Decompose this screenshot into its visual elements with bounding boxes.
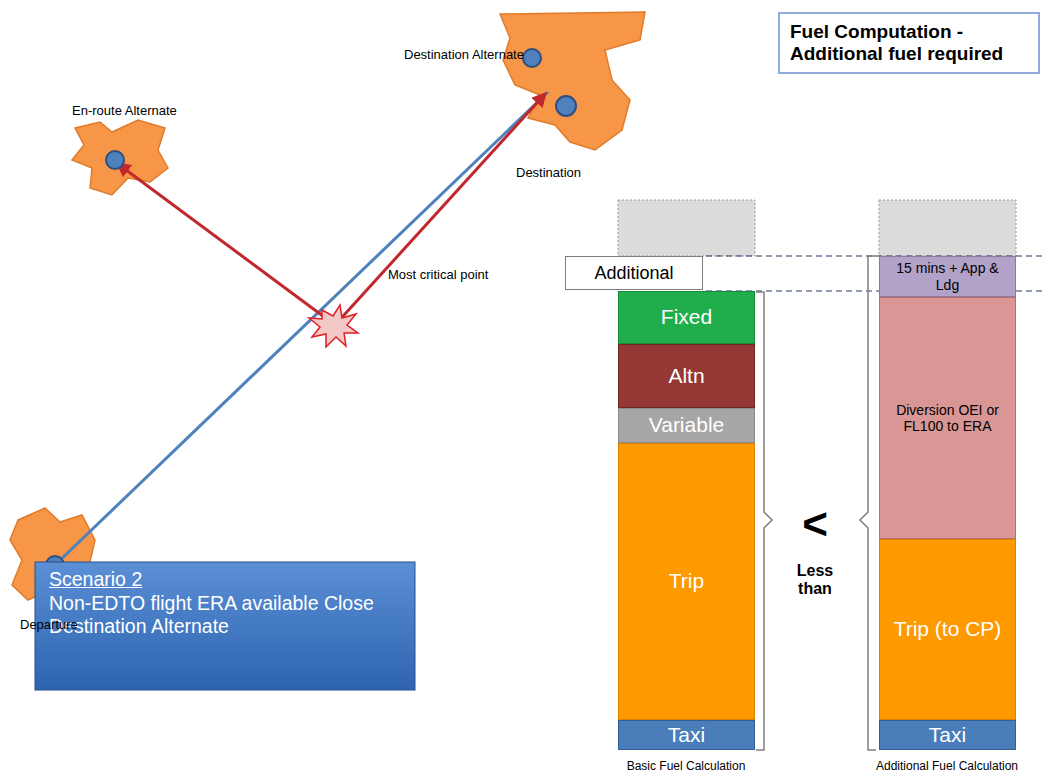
airport-dot [556,96,576,116]
fuel-segment: 15 mins + App & Ldg [879,256,1016,297]
bar-caption: Additional Fuel Calculation [876,760,1018,773]
node-text: Additional [568,263,700,284]
fuel-segment: Altn [618,344,755,408]
place-label: Destination [516,166,581,180]
node-text: Fixed [621,305,752,329]
node-text: Taxi [881,723,1014,747]
place-label: Departure [20,618,78,632]
bracket [756,292,772,750]
title-box: Fuel Computation - Additional fuel requi… [778,12,1040,74]
node-text: Variable [621,413,752,437]
diversion-arrow [335,94,545,325]
enroute-region [72,120,168,195]
scenario-box: Scenario 2Non-EDTO flight ERA available … [35,562,415,690]
node-text: Trip [621,569,752,593]
bracket [860,256,876,750]
comparison-text: Less than [790,562,840,597]
node-text: Trip (to CP) [890,617,1005,641]
place-label: Most critical point [388,268,488,282]
fuel-segment: Trip [618,443,755,720]
node-text: Altn [621,364,752,388]
comparison-symbol: < [802,500,828,548]
bar-headroom [879,200,1016,256]
airport-dot [106,151,124,169]
place-label: Destination Alternate [404,48,524,62]
scenario-panel [35,562,415,690]
fuel-segment: Diversion OEI or FL100 to ERA [879,297,1016,539]
fuel-segment: Taxi [879,720,1016,750]
fuel-segment: Fixed [618,291,755,344]
node-text: Diversion OEI or FL100 to ERA [892,402,1003,434]
node-text: Taxi [620,723,753,747]
node-text: Fuel Computation - Additional fuel requi… [790,21,1028,65]
node-text: 15 mins + App & Ldg [884,260,1011,292]
bar-headroom [618,200,755,256]
fuel-segment: Taxi [618,720,755,750]
route-line [55,92,548,565]
bar-caption: Basic Fuel Calculation [627,760,746,773]
node-text: Non-EDTO flight ERA available Close Dest… [49,592,401,637]
critical-point-burst [309,305,358,347]
additional-label: Additional [565,256,703,290]
diversion-arrow [118,164,335,325]
destination-region [500,12,645,150]
airport-dot [523,49,541,67]
place-label: En-route Alternate [72,104,177,118]
scenario-heading: Scenario 2 [49,568,401,590]
fuel-segment: Trip (to CP) [879,539,1016,720]
fuel-segment: Variable [618,408,755,443]
